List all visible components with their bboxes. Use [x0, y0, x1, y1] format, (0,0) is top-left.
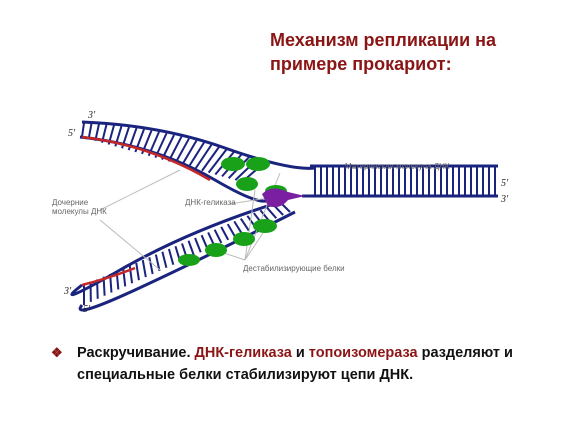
bullet-text: Раскручивание. ДНК-геликаза и топоизомер…	[55, 342, 535, 386]
base-pair-rung	[181, 139, 198, 166]
helicase-pointer	[229, 197, 269, 205]
end-bottom-5: 5'	[83, 304, 91, 315]
end-right-3: 3'	[501, 194, 509, 205]
label-helicase: ДНК-геликаза	[185, 198, 236, 207]
end-top-5: 5'	[68, 128, 76, 139]
helicase-protein	[262, 188, 305, 208]
bottom-strand-rungs	[83, 201, 291, 305]
bottom-new-strand	[81, 266, 136, 287]
slide-title: Механизм репликации на примере прокариот…	[270, 28, 555, 76]
base-pair-rung	[174, 138, 190, 164]
base-pair-rung	[213, 229, 223, 244]
bullet-topoisomerase: топоизомераза	[308, 345, 418, 361]
base-pair-rung	[167, 248, 175, 265]
base-pair-rung	[135, 262, 140, 281]
base-pair-rung	[226, 223, 236, 238]
top-new-strand	[81, 135, 211, 182]
base-pair-rung	[194, 237, 202, 253]
base-pair-rung	[187, 240, 195, 256]
title-line-2: примере прокариот:	[270, 54, 452, 74]
base-pair-rung	[187, 142, 205, 168]
top-arm-inner-backbone	[79, 135, 272, 203]
base-pair-rung	[220, 226, 230, 241]
bullet-part-3: и	[291, 345, 309, 361]
label-ssb: Дестабилизирующие белки	[243, 264, 345, 273]
end-right-5: 5'	[501, 178, 509, 189]
ssb-protein	[178, 254, 200, 266]
ssb-protein	[233, 232, 255, 246]
base-pair-rung	[148, 257, 154, 275]
base-pair-rung	[141, 259, 147, 278]
end-bottom-3: 3'	[64, 286, 72, 297]
bottom-arm-inner-backbone	[70, 200, 281, 297]
replication-fork-svg	[70, 120, 498, 312]
diamond-bullet-icon: ❖	[51, 345, 63, 360]
label-daughter-line1: Дочерние	[52, 198, 89, 207]
daughter-pointer-1	[99, 169, 181, 211]
replication-fork-diagram: Материнская молекула ДНК Дочерние молеку…	[40, 100, 540, 325]
ssb-pointer-4	[244, 229, 266, 261]
ssb-protein	[221, 157, 245, 171]
base-pair-rung	[154, 254, 161, 272]
base-pair-rung	[239, 218, 250, 232]
base-pair-rung	[161, 251, 168, 269]
label-parent-molecule: Материнская молекула ДНК	[345, 162, 450, 171]
ssb-pointer-1	[244, 189, 256, 261]
base-pair-rung	[201, 146, 220, 172]
base-pair-rung	[207, 148, 228, 174]
top-arm-outer-backbone	[81, 120, 316, 170]
bullet-part-1: Раскручивание.	[77, 345, 195, 361]
ssb-protein	[253, 219, 277, 233]
base-pair-rung	[194, 144, 213, 170]
title-line-1: Механизм репликации на	[270, 30, 497, 50]
ssb-protein	[246, 157, 270, 171]
bullet-point: ❖ Раскручивание. ДНК-геликаза и топоизом…	[51, 342, 535, 386]
bullet-helicase: ДНК-геликаза	[194, 345, 292, 361]
ssb-protein	[236, 177, 258, 191]
base-pair-rung	[81, 122, 85, 138]
ssb-protein	[205, 243, 227, 257]
parent-duplex-rungs	[314, 166, 496, 196]
daughter-pointer-2	[99, 219, 161, 271]
label-daughter-line2: молекулы ДНК	[52, 207, 107, 216]
end-top-3: 3'	[88, 110, 96, 121]
bullet-part-5: разделяют и специальные белки стабилизир…	[77, 345, 513, 383]
base-pair-rung	[87, 123, 93, 140]
base-pair-rung	[266, 206, 278, 219]
base-pair-rung	[233, 220, 243, 235]
